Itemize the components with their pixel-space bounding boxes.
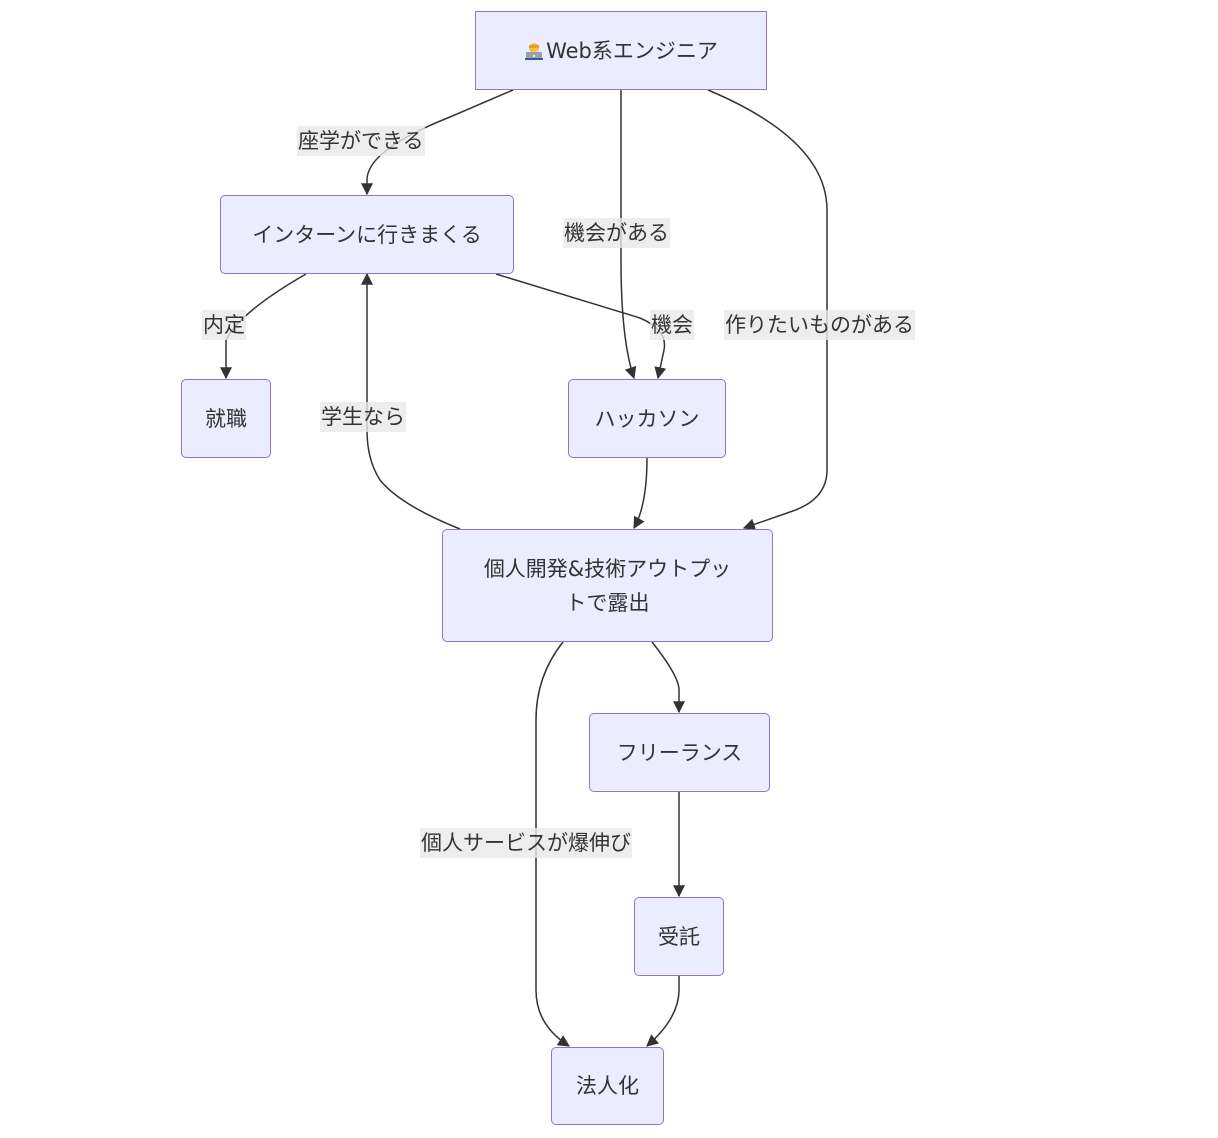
node-contract-label: 受託 — [658, 924, 700, 949]
edge-label-want-to-build: 作りたいものがある — [724, 310, 915, 340]
edge-output-intern — [361, 272, 461, 530]
node-hackathon[interactable]: ハッカソン — [568, 379, 726, 458]
edge-engineer-hackathon — [620, 90, 637, 380]
node-contract[interactable]: 受託 — [634, 897, 724, 976]
node-output[interactable]: 個人開発&技術アウトプッ トで露出 — [442, 529, 773, 642]
node-freelance[interactable]: フリーランス — [589, 713, 770, 792]
edge-label-offer: 内定 — [202, 310, 246, 340]
node-output-label-line2: トで露出 — [565, 590, 650, 615]
node-web-engineer-text: Web系エンジニア — [546, 38, 718, 63]
node-intern-label: インターンに行きまくる — [252, 222, 482, 247]
node-output-label: 個人開発&技術アウトプッ トで露出 — [484, 552, 731, 620]
node-job[interactable]: 就職 — [181, 379, 271, 458]
edge-label-lecture: 座学ができる — [297, 126, 425, 156]
edge-contract-incorporate — [646, 976, 680, 1047]
node-incorporate-label: 法人化 — [576, 1074, 639, 1098]
edge-output-freelance — [651, 641, 685, 714]
edge-output-incorporate — [535, 641, 571, 1047]
edge-intern-hackathon — [495, 273, 667, 380]
edge-engineer-output — [707, 89, 828, 531]
node-hackathon-label: ハッカソン — [594, 406, 700, 431]
node-job-label: 就職 — [205, 406, 247, 431]
edge-label-opportunity: 機会がある — [563, 218, 670, 248]
node-freelance-label: フリーランス — [616, 740, 743, 765]
node-intern[interactable]: インターンに行きまくる — [220, 195, 514, 274]
technologist-emoji-icon — [525, 42, 544, 60]
node-output-label-line1: 個人開発&技術アウトプッ — [483, 556, 732, 581]
edge-label-if-student: 学生なら — [320, 402, 406, 432]
node-web-engineer[interactable]: Web系エンジニア — [475, 11, 767, 90]
node-web-engineer-label: Web系エンジニア — [524, 34, 718, 68]
edge-label-chance: 機会 — [650, 310, 694, 340]
edge-hackathon-output — [633, 457, 648, 530]
edge-label-service-growth: 個人サービスが爆伸び — [420, 828, 632, 858]
node-incorporate[interactable]: 法人化 — [551, 1047, 664, 1125]
